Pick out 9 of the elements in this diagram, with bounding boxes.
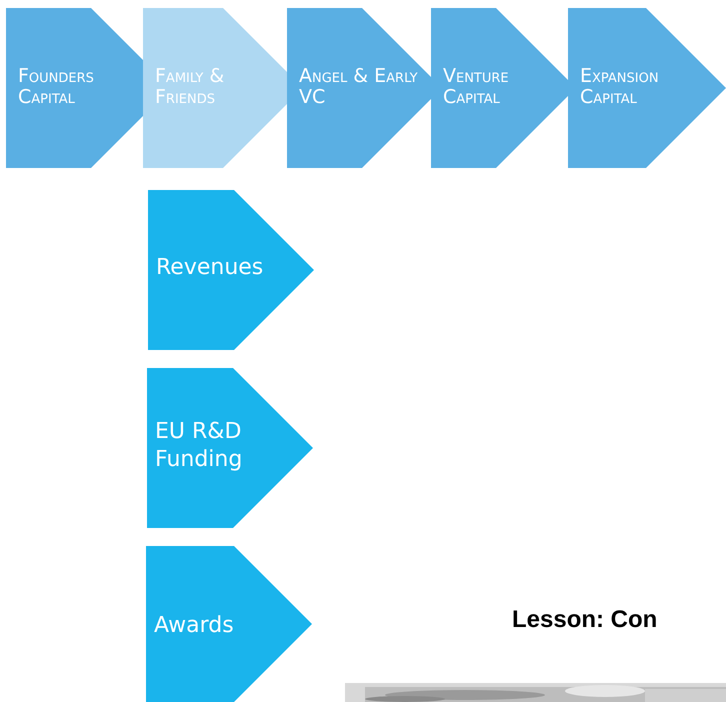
stage-label: Family & Friends xyxy=(155,66,226,108)
stage-label: Venture Capital xyxy=(443,66,510,108)
stage-label: Founders Capital xyxy=(18,66,95,108)
lesson-heading: Lesson: Con xyxy=(512,606,658,634)
stage-label: Angel & Early VC xyxy=(299,66,419,108)
stage-label: Revenues xyxy=(156,254,264,282)
stage-label: Expansion Capital xyxy=(580,66,660,108)
stage-label: EU R&D Funding xyxy=(155,418,244,474)
stage-label: Awards xyxy=(154,612,235,640)
